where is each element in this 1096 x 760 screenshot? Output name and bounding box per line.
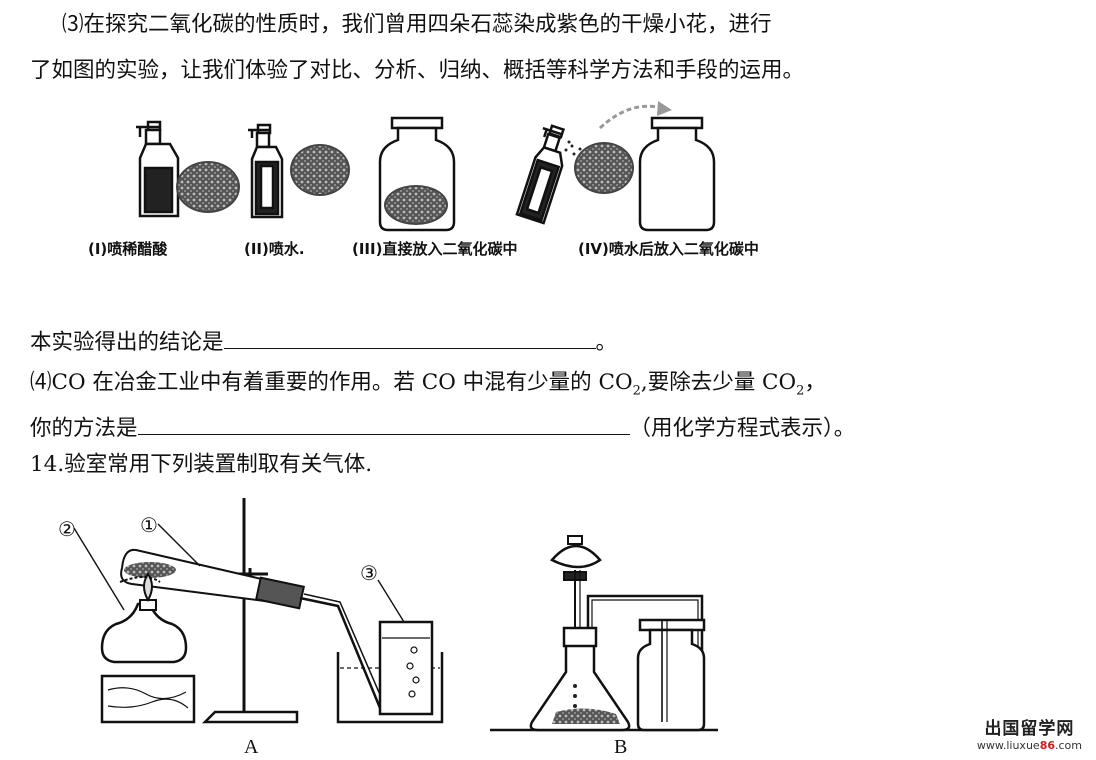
spray-bottle-1-icon [136,120,180,218]
watermark-url: www.liuxue86.com [976,739,1082,752]
label-b: B [614,736,628,758]
flower-1-icon [176,161,240,213]
label-1: ① [140,513,158,537]
caption-2: (II)喷水. [244,240,305,258]
conclusion-blank[interactable] [223,328,596,349]
flower-3-icon [384,185,448,225]
q4-line1: ⑷CO 在冶金工业中有着重要的作用。若 CO 中混有少量的 CO2,要除去少量 … [30,370,826,404]
method-prefix: 你的方法是 [30,416,138,441]
q4-sub2: 2 [796,383,805,399]
q3-line1: ⑶在探究二氧化碳的性质时，我们曾用四朵石蕊染成紫色的干燥小花，进行 [62,12,772,37]
q14-title: 14.验室常用下列装置制取有关气体. [30,452,373,477]
label-3: ③ [360,561,378,585]
arrow-icon [598,101,672,130]
spray-bottle-4-icon [515,124,566,225]
conclusion-suffix: 。 [595,330,618,355]
caption-3: (III)直接放入二氧化碳中 [352,240,518,258]
q4-text-b: ,要除去少量 CO [640,370,797,395]
watermark: 出国留学网 www.liuxue86.com [977,714,1082,752]
label-2: ② [58,517,76,541]
q4-line2: 你的方法是 （用化学方程式表示）。 [30,414,855,442]
flower-2-icon [290,144,350,196]
spray-bottle-2-icon [248,123,284,219]
flower-4-icon [574,142,634,194]
q4-sub1: 2 [632,383,641,399]
caption-1: (I)喷稀醋酸 [88,240,168,258]
watermark-title: 出国留学网 [984,719,1075,739]
conclusion-line: 本实验得出的结论是 。 [30,328,617,356]
method-blank[interactable] [137,414,630,435]
q4-text-c: ， [804,370,826,395]
label-a: A [244,736,259,758]
apparatus-a [73,498,444,724]
caption-4: (IV)喷水后放入二氧化碳中 [578,240,759,258]
gas-jar-4-icon [638,116,716,232]
apparatus-b [490,535,718,732]
method-suffix: （用化学方程式表示）。 [629,416,856,441]
q4-text-a: ⑷CO 在冶金工业中有着重要的作用。若 CO 中混有少量的 CO [30,370,633,395]
q3-line2: 了如图的实验，让我们体验了对比、分析、归纳、概括等科学方法和手段的运用。 [30,58,805,83]
conclusion-prefix: 本实验得出的结论是 [30,330,224,355]
spray-mist-icon [564,140,582,156]
